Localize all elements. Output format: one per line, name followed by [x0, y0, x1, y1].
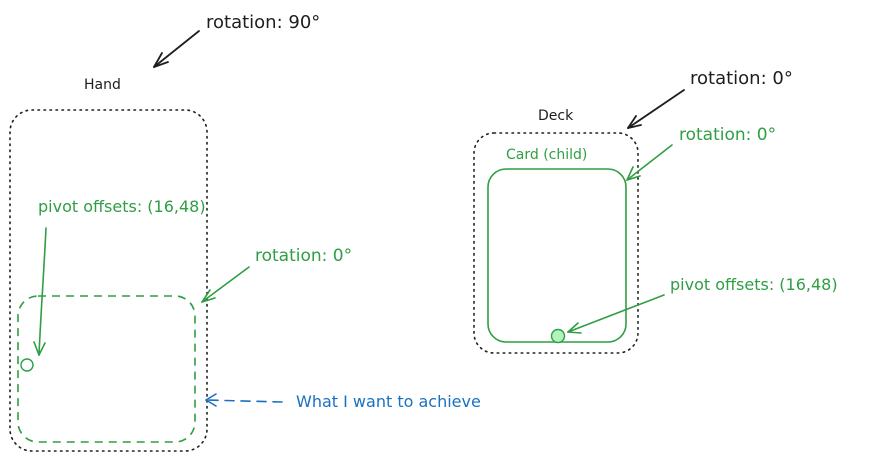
hand-pivot-label: pivot offsets: (16,48)	[38, 197, 206, 216]
deck-container	[473, 132, 639, 354]
hand-pivot-point	[20, 358, 34, 372]
hand-card-rotation-label: rotation: 0°	[255, 246, 352, 266]
card-pivot-label: pivot offsets: (16,48)	[670, 275, 838, 294]
hand-card-rotation-arrow	[201, 266, 250, 303]
card-rotation-arrow	[626, 144, 673, 181]
deck-rotation-label: rotation: 0°	[690, 68, 793, 89]
hand-pivot-arrow	[33, 227, 47, 356]
deck-title: Deck	[538, 108, 574, 124]
card-pivot-arrow	[567, 294, 665, 334]
want-note-label: What I want to achieve	[296, 392, 481, 411]
card-pivot-point	[550, 328, 566, 344]
deck-rotation-arrow	[627, 89, 685, 129]
hand-rotation-label: rotation: 90°	[206, 12, 320, 33]
card-child	[487, 168, 627, 343]
hand-rotation-arrow	[153, 30, 200, 68]
want-note-arrow	[205, 393, 283, 407]
target-card-outline	[17, 295, 196, 443]
hand-title: Hand	[84, 77, 121, 93]
card-title: Card (child)	[506, 147, 587, 163]
card-rotation-label: rotation: 0°	[679, 125, 776, 145]
hand-container	[9, 109, 208, 452]
